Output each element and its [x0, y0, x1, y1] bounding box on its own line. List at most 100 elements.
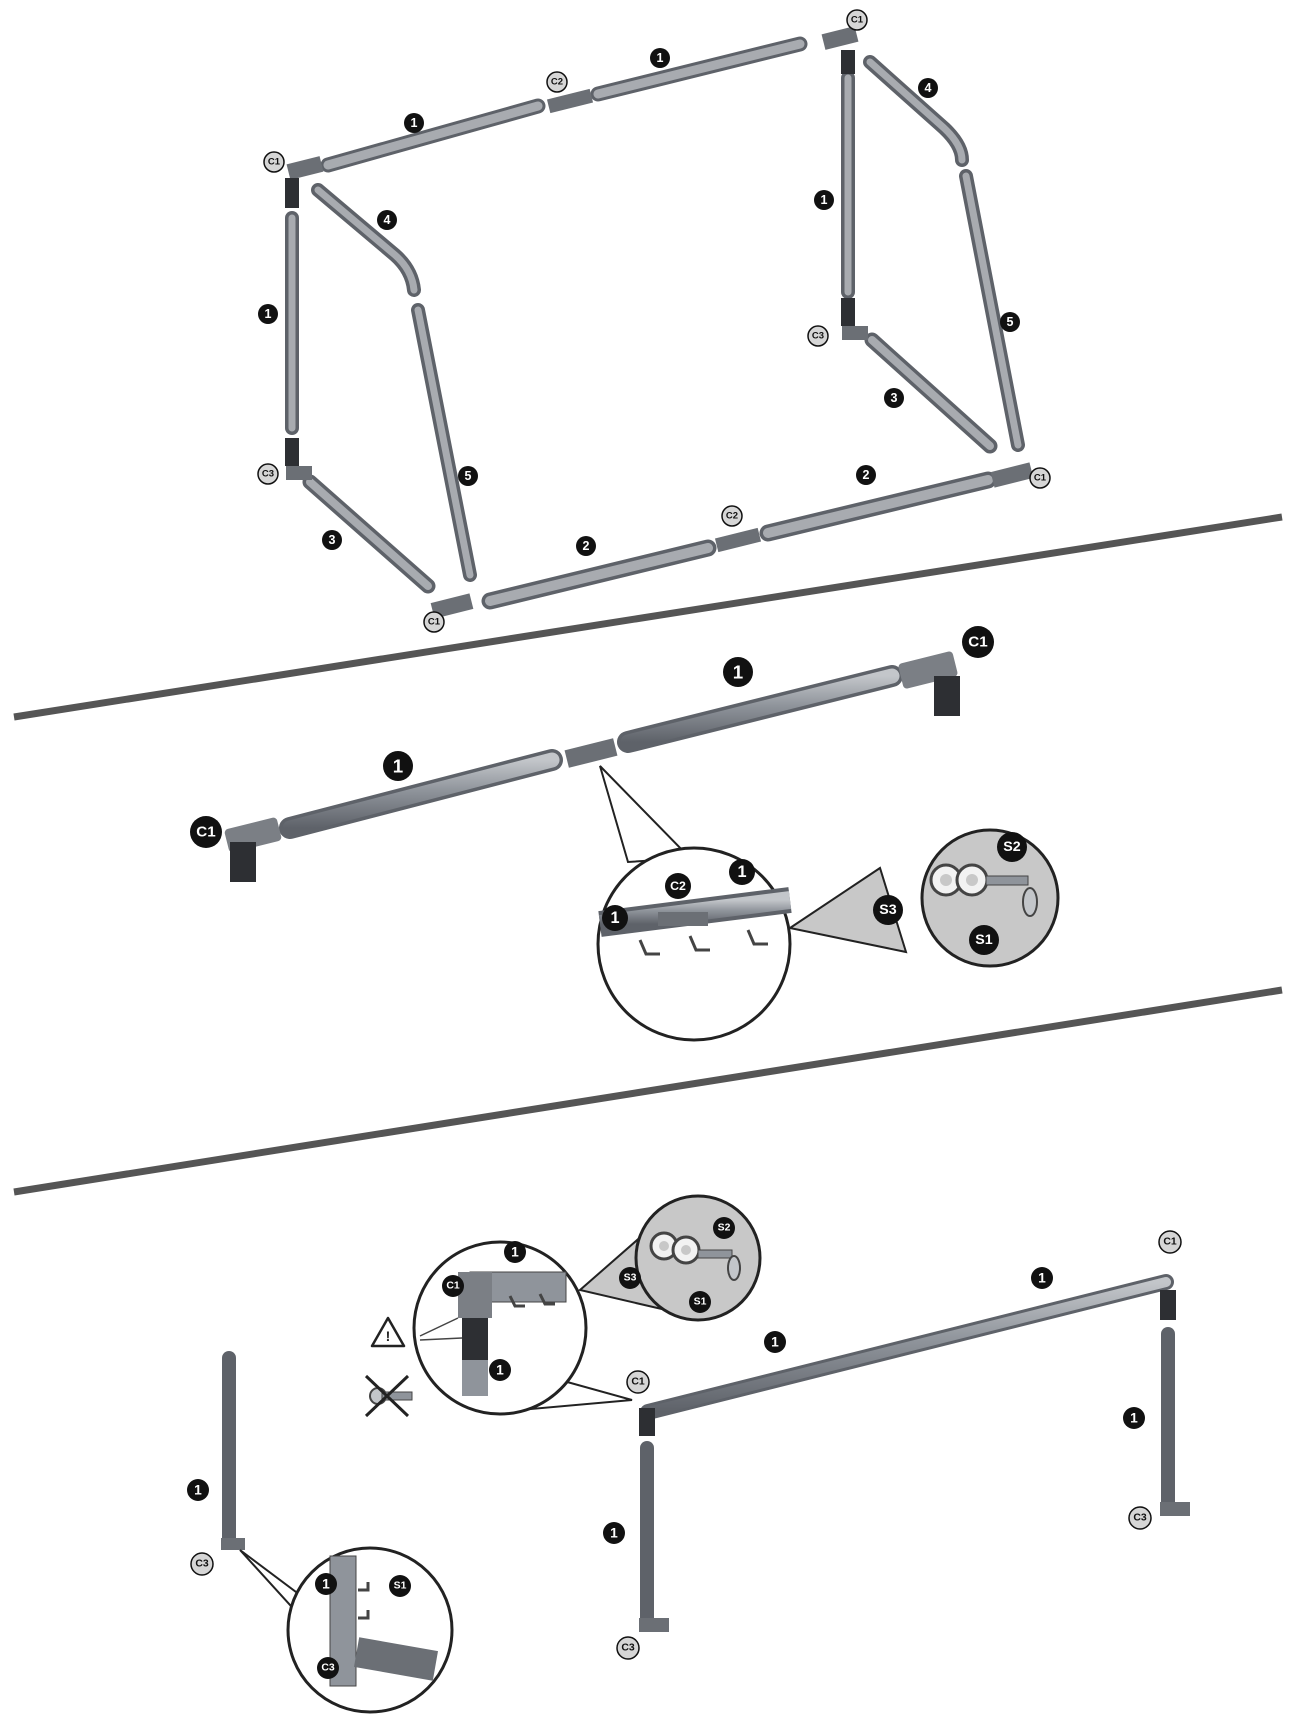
- part-labels: 111122334455C1C1C1C1C2C2C3C311C1C111C2S1…: [187, 9, 1182, 1679]
- badge-label: C1: [428, 617, 441, 628]
- badge-c3: C3: [616, 1636, 640, 1660]
- badge-label: 1: [265, 307, 272, 321]
- badge-label: C1: [851, 15, 864, 26]
- badge-part-1: 1: [404, 113, 424, 133]
- badge-label: S2: [1003, 839, 1021, 855]
- badge-part-5: 5: [458, 466, 478, 486]
- badge-label: 1: [821, 193, 828, 207]
- badge-c1: C1: [263, 151, 285, 173]
- badge-label: C3: [262, 469, 274, 480]
- badge-part-5: 5: [1000, 312, 1020, 332]
- badge-s3: S3: [619, 1267, 641, 1289]
- badge-label: 1: [1130, 1411, 1138, 1426]
- badge-part-1: 1: [650, 48, 670, 68]
- badge-label: C1: [1163, 1237, 1177, 1248]
- badge-label: C1: [1034, 473, 1047, 484]
- badge-c3: C3: [317, 1657, 339, 1679]
- badge-label: S1: [975, 932, 993, 948]
- badge-label: 1: [737, 863, 746, 881]
- badge-label: 1: [733, 662, 743, 683]
- badge-part-1: 1: [603, 1522, 625, 1544]
- badge-label: 1: [657, 51, 664, 65]
- frame-overview: [285, 26, 1034, 619]
- badge-label: 4: [925, 81, 932, 95]
- badge-label: C3: [812, 331, 824, 342]
- badge-part-1: 1: [383, 751, 413, 781]
- badge-c3: C3: [257, 463, 279, 485]
- badge-c3: C3: [1128, 1506, 1152, 1530]
- badge-c1: C1: [1158, 1230, 1182, 1254]
- badge-label: 1: [194, 1483, 202, 1498]
- no-screwdriver-icon: [364, 1374, 413, 1418]
- badge-label: C3: [1133, 1513, 1147, 1524]
- badge-label: 1: [496, 1363, 504, 1378]
- badge-c2: C2: [546, 71, 568, 93]
- badge-s1: S1: [389, 1575, 411, 1597]
- badge-label: 1: [411, 116, 418, 130]
- badge-label: 3: [329, 533, 336, 547]
- badge-label: C3: [321, 1663, 335, 1674]
- badge-label: C1: [968, 634, 988, 651]
- section-divider: [13, 986, 1283, 1196]
- badge-part-1: 1: [258, 304, 278, 324]
- badge-label: 5: [465, 469, 472, 483]
- warning-mark: !: [386, 1328, 391, 1344]
- badge-label: C1: [196, 824, 216, 841]
- badge-c1: C1: [190, 816, 222, 848]
- badge-label: C2: [726, 511, 738, 522]
- badge-label: C1: [631, 1377, 645, 1388]
- badge-part-1: 1: [814, 190, 834, 210]
- frame-assembly: [221, 1274, 1190, 1632]
- badge-label: 4: [384, 213, 391, 227]
- badge-s1: S1: [689, 1291, 711, 1313]
- badge-part-1: 1: [489, 1359, 511, 1381]
- badge-label: C3: [195, 1559, 209, 1570]
- badge-s2: S2: [713, 1217, 735, 1239]
- badge-c1: C1: [1029, 467, 1051, 489]
- badge-s3: S3: [873, 895, 903, 925]
- badge-c1: C1: [442, 1275, 464, 1297]
- badge-label: 1: [610, 1526, 618, 1541]
- badge-label: 1: [1038, 1271, 1046, 1286]
- crossbar-assembly: [224, 651, 960, 882]
- badge-c2: C2: [721, 505, 743, 527]
- badge-part-2: 2: [856, 465, 876, 485]
- badge-part-1: 1: [504, 1241, 526, 1263]
- badge-part-1: 1: [729, 859, 755, 885]
- badge-c1: C1: [962, 626, 994, 658]
- badge-label: C2: [670, 879, 686, 893]
- badge-label: S3: [624, 1273, 637, 1284]
- badge-part-1: 1: [1031, 1267, 1053, 1289]
- badge-part-3: 3: [884, 388, 904, 408]
- badge-label: C2: [551, 77, 563, 88]
- badge-label: 3: [891, 391, 898, 405]
- badge-label: 1: [610, 909, 619, 927]
- badge-label: S1: [694, 1297, 707, 1308]
- badge-part-3: 3: [322, 530, 342, 550]
- badge-s2: S2: [997, 832, 1027, 862]
- badge-s1: S1: [969, 925, 999, 955]
- badge-label: S2: [718, 1223, 731, 1234]
- badge-c1: C1: [626, 1370, 650, 1394]
- badge-label: S1: [394, 1581, 407, 1592]
- badge-c3: C3: [807, 325, 829, 347]
- badge-part-1: 1: [723, 657, 753, 687]
- badge-label: 1: [322, 1577, 330, 1592]
- badge-part-4: 4: [377, 210, 397, 230]
- badge-label: C1: [446, 1281, 460, 1292]
- badge-label: 1: [771, 1335, 779, 1350]
- badge-label: 5: [1007, 315, 1014, 329]
- badge-c1: C1: [423, 611, 445, 633]
- badge-c2: C2: [665, 873, 691, 899]
- badge-label: 1: [393, 756, 403, 777]
- zoom-callout-c2: [596, 765, 1060, 1042]
- badge-c3: C3: [190, 1552, 214, 1576]
- badge-c1: C1: [846, 9, 868, 31]
- badge-part-2: 2: [576, 536, 596, 556]
- badge-label: C1: [268, 157, 281, 168]
- badge-part-1: 1: [187, 1479, 209, 1501]
- badge-part-1: 1: [764, 1331, 786, 1353]
- badge-label: 1: [511, 1245, 519, 1260]
